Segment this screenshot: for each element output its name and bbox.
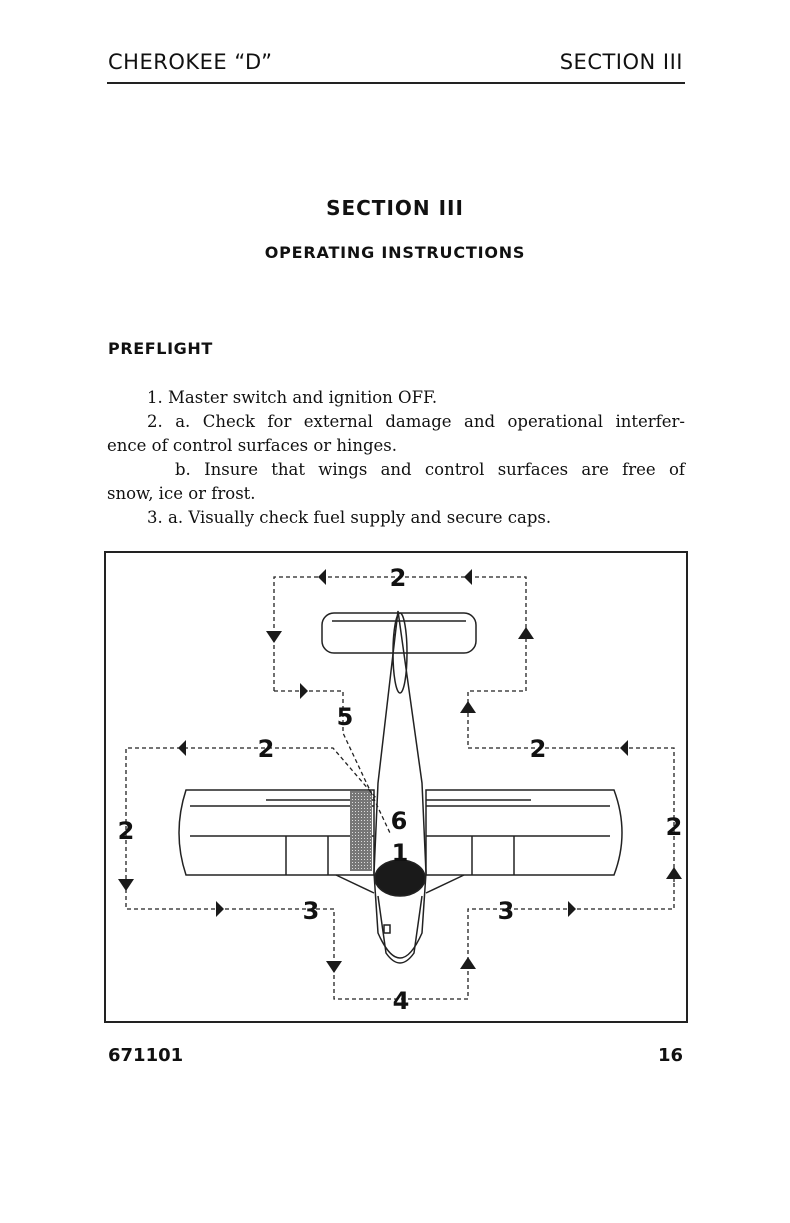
arrow-right-icon bbox=[568, 901, 576, 917]
document-number: 671101 bbox=[108, 1045, 184, 1066]
step-line: 2. a. Check for external damage and oper… bbox=[147, 412, 685, 431]
arrow-down-icon bbox=[266, 631, 282, 643]
airplane-drawing bbox=[178, 610, 623, 964]
step-line: b. Insure that wings and control surface… bbox=[175, 460, 685, 479]
arrow-right-icon bbox=[300, 683, 308, 699]
step-line: 3. a. Visually check fuel supply and sec… bbox=[147, 508, 552, 527]
arrow-down-icon bbox=[326, 961, 342, 973]
running-header-section: SECTION III bbox=[559, 50, 683, 74]
running-header-title: CHEROKEE “D” bbox=[108, 50, 273, 74]
section-subtitle: OPERATING INSTRUCTIONS bbox=[264, 243, 526, 262]
arrow-up-icon bbox=[460, 701, 476, 713]
right-wing bbox=[425, 789, 623, 876]
figure-label: 3 bbox=[303, 897, 320, 925]
direction-arrows bbox=[118, 569, 682, 973]
figure-label: 2 bbox=[530, 735, 547, 763]
figure-label: 5 bbox=[337, 703, 354, 731]
walkaround-path bbox=[125, 576, 675, 1000]
fuselage bbox=[373, 610, 427, 959]
arrow-left-icon bbox=[620, 740, 628, 756]
figure-label: 4 bbox=[393, 987, 410, 1015]
step-line: snow, ice or frost. bbox=[107, 484, 256, 503]
arrow-down-icon bbox=[118, 879, 134, 891]
preflight-walkaround-diagram: 2 5 2 2 6 1 2 2 3 3 4 bbox=[104, 551, 688, 1023]
step-line: ence of control surfaces or hinges. bbox=[107, 436, 397, 455]
left-wing bbox=[178, 789, 375, 876]
preflight-heading: PREFLIGHT bbox=[108, 339, 213, 358]
page-number: 16 bbox=[657, 1045, 683, 1066]
arrow-up-icon bbox=[666, 867, 682, 879]
section-title: SECTION III bbox=[326, 196, 464, 220]
arrow-up-icon bbox=[518, 627, 534, 639]
figure-label: 2 bbox=[118, 817, 135, 845]
header-divider bbox=[107, 82, 685, 84]
arrow-up-icon bbox=[460, 957, 476, 969]
arrow-right-icon bbox=[216, 901, 224, 917]
figure-label: 6 bbox=[391, 807, 408, 835]
figure-label: 2 bbox=[258, 735, 275, 763]
figure-label: 2 bbox=[666, 813, 683, 841]
step-line: 1. Master switch and ignition OFF. bbox=[147, 388, 438, 407]
figure-label: 3 bbox=[498, 897, 515, 925]
arrow-left-icon bbox=[178, 740, 186, 756]
figure-label: 1 bbox=[392, 839, 409, 867]
figure-label: 2 bbox=[390, 564, 407, 592]
aircraft-diagram-svg: 2 5 2 2 6 1 2 2 3 3 4 bbox=[118, 564, 683, 1015]
arrow-left-icon bbox=[318, 569, 326, 585]
wing-walk-area bbox=[350, 791, 372, 871]
arrow-left-icon bbox=[464, 569, 472, 585]
